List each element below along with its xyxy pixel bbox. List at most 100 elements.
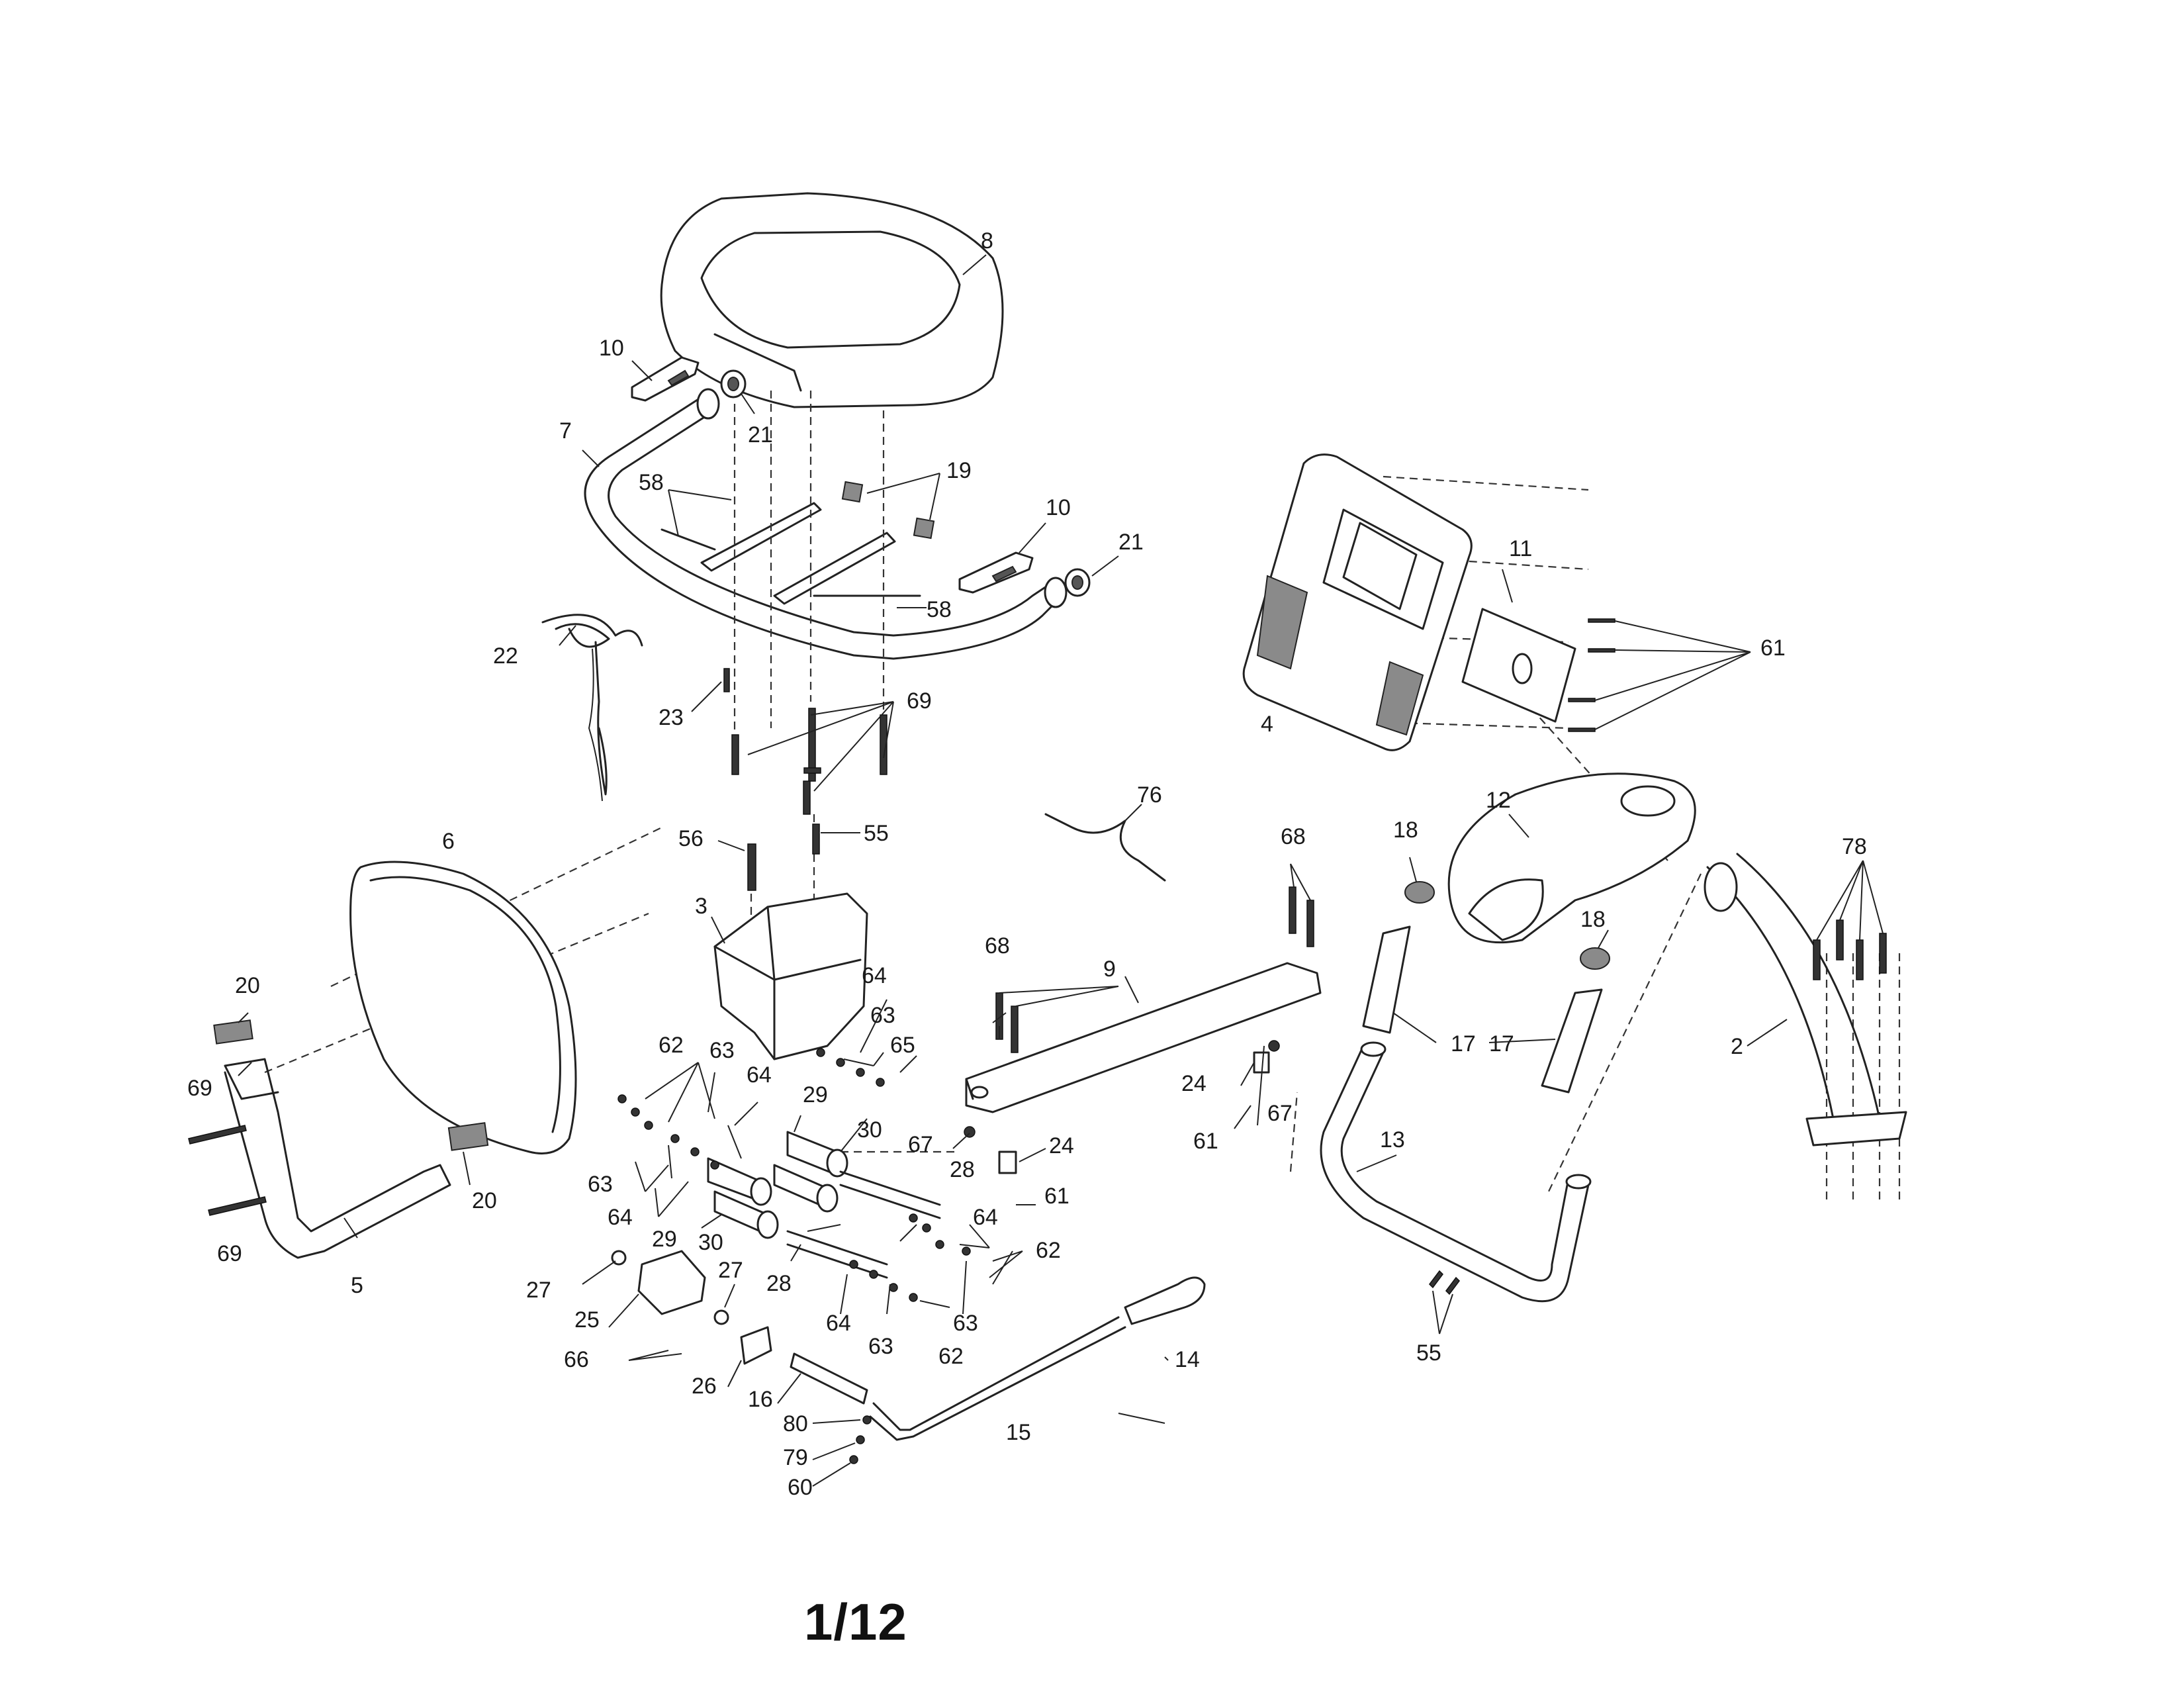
- callout-58-lower: 58: [927, 597, 952, 622]
- callout-24-right: 24: [1181, 1071, 1206, 1096]
- part-18-cap-left: [1404, 881, 1435, 904]
- part-56-bolt: [747, 843, 756, 891]
- part-61-screws: [1568, 618, 1615, 732]
- callout-76: 76: [1137, 782, 1162, 808]
- part-21-left-bushing: [720, 369, 747, 399]
- callout-28-right: 28: [950, 1157, 975, 1182]
- part-23-pin: [723, 668, 730, 692]
- part-69-bolts-upper: [731, 708, 887, 815]
- part-2-upright: [1704, 853, 1907, 1147]
- callout-65: 65: [890, 1033, 915, 1058]
- callout-80: 80: [783, 1411, 808, 1436]
- callout-10-right: 10: [1046, 495, 1071, 520]
- part-5-backrest-frame: [224, 1058, 451, 1259]
- part-7-seat-frame: [584, 388, 1068, 660]
- callout-63-top: 63: [870, 1003, 895, 1028]
- callout-23: 23: [659, 705, 684, 730]
- part-67-nut-left: [964, 1126, 976, 1138]
- callout-25: 25: [574, 1307, 600, 1333]
- callout-26: 26: [692, 1374, 717, 1399]
- callout-16: 16: [748, 1387, 773, 1412]
- callout-68-upper: 68: [1281, 824, 1306, 849]
- part-24-spacer-right: [1253, 1051, 1270, 1074]
- callout-17-right: 17: [1489, 1031, 1514, 1056]
- callout-8: 8: [981, 228, 993, 254]
- part-11-slot: [1512, 653, 1533, 684]
- callout-30-right: 30: [857, 1117, 882, 1143]
- callout-12: 12: [1486, 788, 1511, 813]
- part-55-screw-a: [1429, 1270, 1443, 1289]
- callout-18-right: 18: [1580, 907, 1606, 932]
- part-29-30-rollers: [707, 1131, 941, 1279]
- part-24-spacer-left: [998, 1150, 1017, 1174]
- callout-14: 14: [1175, 1347, 1200, 1372]
- callout-6: 6: [442, 829, 455, 854]
- part-69-bolt-b: [208, 1196, 267, 1216]
- callout-10-left: 10: [599, 336, 624, 361]
- callout-5: 5: [351, 1273, 363, 1298]
- part-76-cable: [1044, 813, 1166, 882]
- callout-27-upper: 27: [718, 1258, 743, 1283]
- part-18-cap-right: [1580, 947, 1610, 970]
- part-55-screw-b: [1445, 1276, 1460, 1295]
- callout-labels: 8 10 21 7 58 19 10 21 58 22 23 69 76 56 …: [187, 228, 1867, 1500]
- callout-62-bottom: 62: [938, 1344, 964, 1369]
- callout-18-left: 18: [1393, 818, 1418, 843]
- callout-60: 60: [788, 1475, 813, 1500]
- part-9-base-frame: [965, 962, 1322, 1113]
- callout-9: 9: [1103, 957, 1116, 982]
- callout-64-right: 64: [973, 1205, 998, 1230]
- callout-66: 66: [564, 1347, 589, 1372]
- callout-55-upper: 55: [864, 821, 889, 846]
- callout-63-bottom: 63: [868, 1334, 893, 1359]
- callout-64-left: 64: [608, 1205, 633, 1230]
- part-17-grip-left: [1362, 925, 1411, 1034]
- leader-lines: [238, 254, 1884, 1487]
- callout-78: 78: [1842, 834, 1867, 859]
- callout-13: 13: [1380, 1127, 1405, 1152]
- part-19-nuts: [841, 481, 935, 539]
- callout-29-left: 29: [652, 1227, 677, 1252]
- part-15-lever: [872, 1316, 1120, 1431]
- part-16-axle: [790, 1352, 868, 1405]
- callout-64-upper-left: 64: [747, 1062, 772, 1088]
- callout-27-left: 27: [526, 1278, 551, 1303]
- callout-29-right: 29: [803, 1082, 828, 1107]
- callout-21-right: 21: [1118, 530, 1144, 555]
- callout-79: 79: [783, 1445, 808, 1470]
- part-17-grip-right: [1541, 988, 1603, 1094]
- part-68-bolts: [995, 886, 1314, 1053]
- callout-19: 19: [946, 458, 972, 483]
- part-78-bolts: [1813, 919, 1887, 980]
- callout-62-top: 62: [659, 1033, 684, 1058]
- callout-15: 15: [1006, 1420, 1031, 1445]
- callout-4: 4: [1261, 712, 1273, 737]
- part-20-cap-lower: [447, 1122, 489, 1151]
- callout-2: 2: [1731, 1034, 1743, 1059]
- callout-20-lower: 20: [472, 1188, 497, 1213]
- part-13-handlebar: [1320, 1041, 1592, 1303]
- callout-67-right: 67: [1267, 1101, 1293, 1126]
- part-14-handle-grip: [1124, 1276, 1206, 1325]
- part-21-right-bushing: [1064, 568, 1091, 597]
- callout-56: 56: [678, 826, 704, 851]
- callout-63-bottom-right: 63: [953, 1311, 978, 1336]
- part-10-left-pad: [631, 356, 700, 402]
- callout-63-upper-left: 63: [709, 1038, 735, 1063]
- callout-62-right: 62: [1036, 1238, 1061, 1263]
- part-67-nut-right: [1268, 1040, 1280, 1052]
- part-55-screw-upper: [812, 823, 820, 855]
- callout-69-left-bottom: 69: [217, 1241, 242, 1266]
- callout-3: 3: [695, 894, 707, 919]
- part-8-seat: [660, 192, 1004, 408]
- callout-69-upper: 69: [907, 688, 932, 714]
- part-10-right-pad: [958, 551, 1034, 594]
- callout-69-left-top: 69: [187, 1076, 212, 1101]
- part-22-wire-harness: [541, 614, 643, 802]
- part-27-washer-right: [713, 1309, 729, 1325]
- callout-64-bottom: 64: [826, 1311, 851, 1336]
- callout-63-left: 63: [588, 1172, 613, 1197]
- callout-61-top: 61: [1760, 635, 1786, 661]
- part-3-bracket: [713, 892, 868, 1060]
